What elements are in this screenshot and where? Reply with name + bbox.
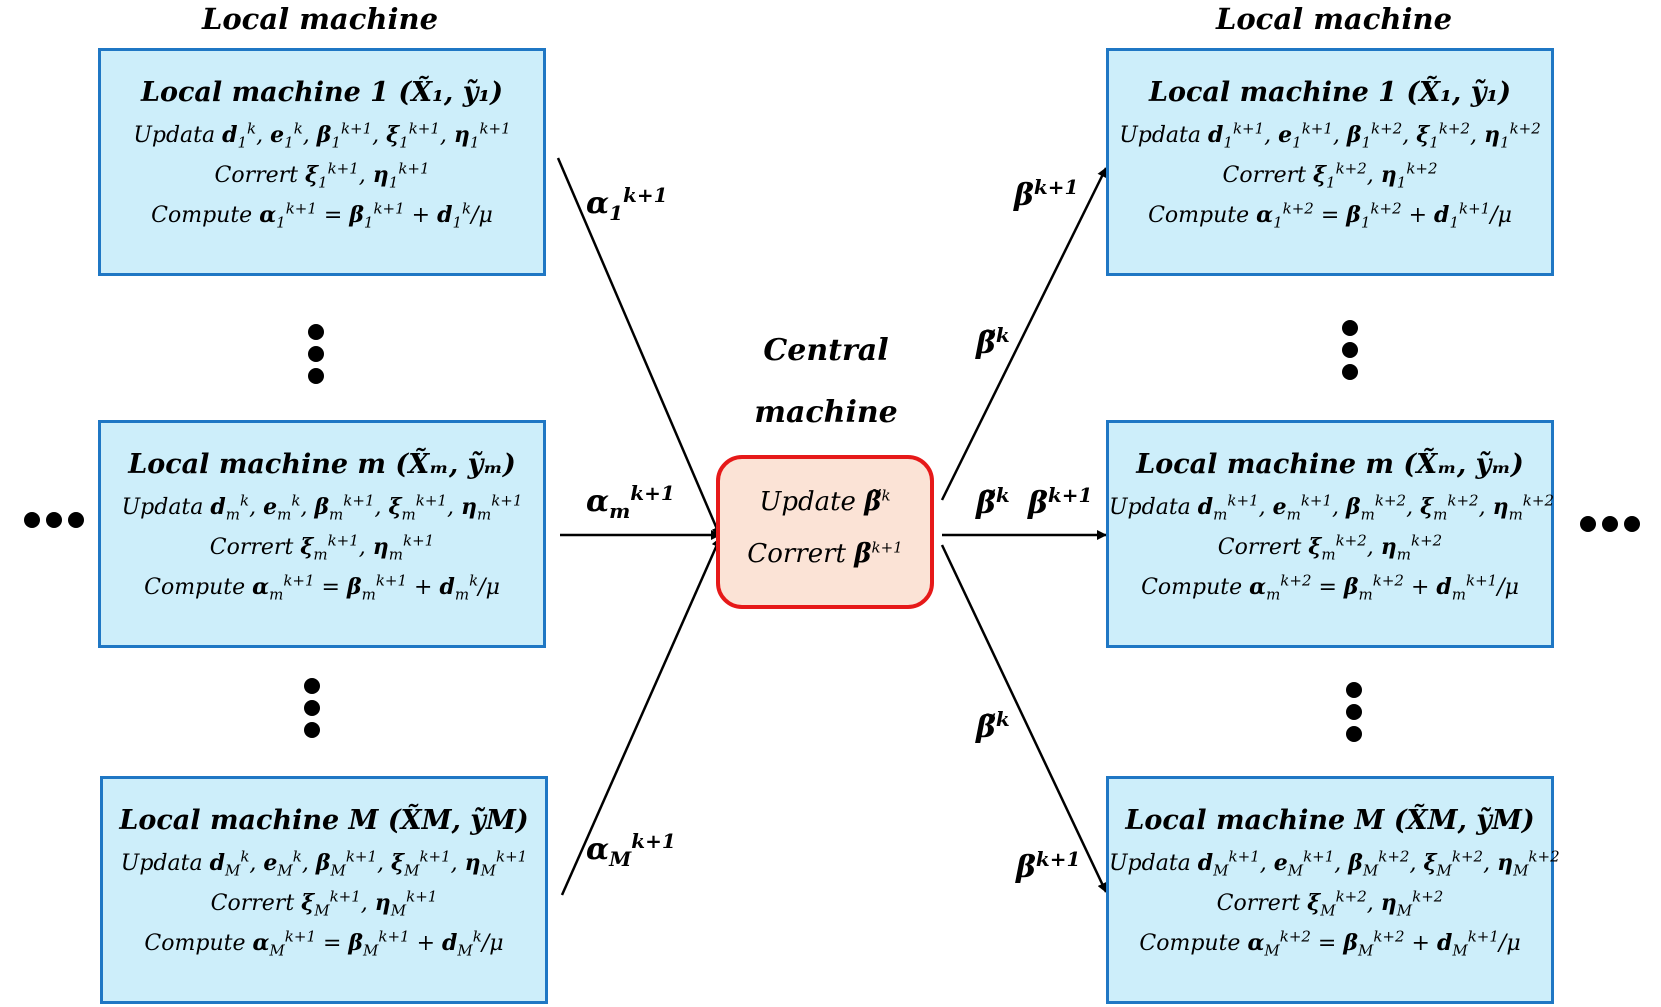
ellipsis-dot (1346, 726, 1362, 742)
ellipsis-dot (1580, 516, 1596, 532)
update-line: Updata d1k+1, e1k+1, β1k+2, ξ1k+2, η1k+2 (1119, 119, 1541, 152)
box-title: Local machine 1 (X̃₁, ỹ₁) (1148, 77, 1512, 108)
label-beta-right-1: βk+1 (1014, 175, 1079, 213)
left-box-m: Local machine m (X̃ₘ, ỹₘ) Updata dmk, em… (98, 420, 546, 648)
ellipsis-dot (308, 346, 324, 362)
label-beta-tilde-middle: β̃k (976, 483, 1010, 521)
update-line: Updata dmk, emk, βmk+1, ξmk+1, ηmk+1 (121, 491, 523, 524)
label-beta-tilde-upper: β̃k (976, 323, 1010, 361)
label-beta-right-M: βk+1 (1016, 847, 1081, 885)
compute-line: Compute α1k+2 = β1k+2 + d1k+1/μ (1148, 199, 1512, 232)
box-title: Local machine M (X̃M, ỹM) (1125, 805, 1535, 836)
ellipsis-dot (46, 512, 62, 528)
box-title: Local machine M (X̃M, ỹM) (119, 805, 529, 836)
update-line: Updata dmk+1, emk+1, βmk+2, ξmk+2, ηmk+2 (1109, 491, 1554, 524)
correct-line: Corrert ξ1k+2, η1k+2 (1222, 159, 1438, 192)
label-alpha-M: αMk+1 (586, 829, 676, 871)
compute-line: Compute αmk+2 = βmk+2 + dmk+1/μ (1141, 571, 1519, 604)
compute-line: Compute α1k+1 = β1k+1 + d1k/μ (151, 199, 493, 232)
ellipsis-dot (304, 678, 320, 694)
left-box-1: Local machine 1 (X̃₁, ỹ₁) Updata d1k, e1… (98, 48, 546, 276)
central-machine-box: Update β̃k Corrert βk+1 (716, 455, 934, 609)
label-beta-tilde-lower: β̃k (976, 707, 1010, 745)
ellipsis-dot (1602, 516, 1618, 532)
right-box-m: Local machine m (X̃ₘ, ỹₘ) Updata dmk+1, … (1106, 420, 1554, 648)
ellipsis-dot (1342, 342, 1358, 358)
update-line: Updata d1k, e1k, β1k+1, ξ1k+1, η1k+1 (133, 119, 511, 152)
ellipsis-dot (308, 368, 324, 384)
correct-line: Corrert ξMk+2, ηMk+2 (1216, 887, 1444, 920)
central-update-line: Update β̃k (759, 486, 891, 517)
left-box-M: Local machine M (X̃M, ỹM) Updata dMk, eM… (100, 776, 548, 1004)
label-alpha-1: α1k+1 (586, 183, 668, 225)
ellipsis-dot (304, 722, 320, 738)
right-column-title: Local machine (1215, 2, 1453, 36)
central-machine-title: Central machine (754, 333, 898, 430)
box-title: Local machine m (X̃ₘ, ỹₘ) (1136, 449, 1524, 480)
label-alpha-m: αmk+1 (586, 481, 675, 523)
compute-line: Compute αmk+1 = βmk+1 + dmk/μ (144, 571, 500, 604)
compute-line: Compute αMk+2 = βMk+2 + dMk+1/μ (1139, 927, 1521, 960)
ellipsis-dot (1346, 704, 1362, 720)
ellipsis-dot (304, 700, 320, 716)
box-title: Local machine 1 (X̃₁, ỹ₁) (140, 77, 504, 108)
compute-line: Compute αMk+1 = βMk+1 + dMk/μ (144, 927, 504, 960)
box-title: Local machine m (X̃ₘ, ỹₘ) (128, 449, 516, 480)
correct-line: Corrert ξ1k+1, η1k+1 (214, 159, 430, 192)
arrow-central-to-rightM (940, 544, 1108, 893)
correct-line: Corrert ξmk+1, ηmk+1 (209, 531, 435, 564)
label-beta-right-m: βk+1 (1028, 483, 1093, 521)
correct-line: Corrert ξmk+2, ηmk+2 (1217, 531, 1443, 564)
ellipsis-dot (1342, 320, 1358, 336)
update-line: Updata dMk+1, eMk+1, βMk+2, ξMk+2, ηMk+2 (1109, 847, 1560, 880)
right-box-M: Local machine M (X̃M, ỹM) Updata dMk+1, … (1106, 776, 1560, 1004)
right-box-1: Local machine 1 (X̃₁, ỹ₁) Updata d1k+1, … (1106, 48, 1554, 276)
arrow-local1-to-central (556, 157, 722, 537)
ellipsis-dot (1342, 364, 1358, 380)
left-column-title: Local machine (201, 2, 439, 36)
ellipsis-dot (1346, 682, 1362, 698)
ellipsis-dot (1624, 516, 1640, 532)
update-line: Updata dMk, eMk, βMk+1, ξMk+1, ηMk+1 (120, 847, 528, 880)
correct-line: Corrert ξMk+1, ηMk+1 (210, 887, 438, 920)
arrow-localM-to-central (560, 537, 722, 896)
ellipsis-dot (24, 512, 40, 528)
arrow-central-to-right1 (940, 167, 1108, 501)
central-correct-line: Corrert βk+1 (747, 538, 903, 569)
ellipsis-dot (68, 512, 84, 528)
ellipsis-dot (308, 324, 324, 340)
